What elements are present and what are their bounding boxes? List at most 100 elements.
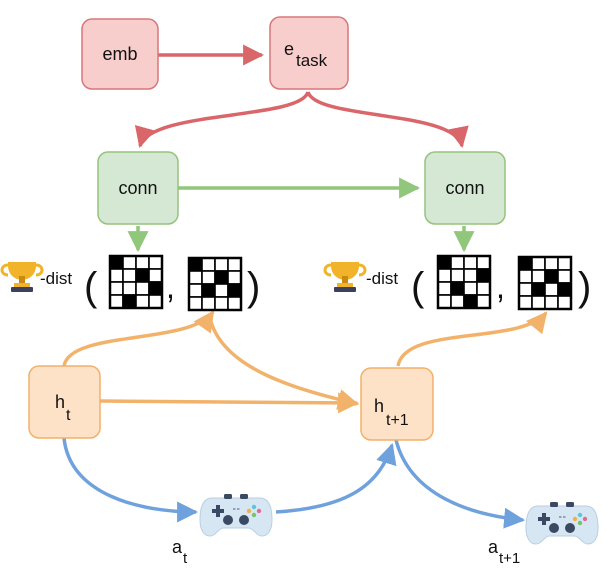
node-h-t1: h t+1 [360, 367, 434, 441]
gamepad-icon [525, 501, 599, 545]
grid-cell [109, 294, 124, 309]
grid-cell [544, 256, 559, 271]
dist-group-right: -dist ( , ) [323, 254, 591, 311]
grid-cell [122, 281, 137, 296]
trophy-icon [0, 260, 44, 294]
edge-etask-to-conn-right [306, 91, 469, 149]
action-t: a t [172, 493, 273, 567]
edge-ht-to-action-t [62, 437, 199, 523]
node-conn-right-label: conn [445, 178, 484, 198]
grid-cell [148, 281, 163, 296]
grid-cell [463, 294, 478, 309]
grid-cell [544, 282, 559, 297]
node-h-t-label: h [55, 392, 65, 412]
trophy-icon [323, 260, 367, 294]
grid-right-a [436, 254, 492, 310]
grid-cell [450, 268, 465, 283]
grid-cell [450, 294, 465, 309]
grid-cell [450, 281, 465, 296]
grid-right-b [517, 255, 573, 311]
node-e-task-sub: task [296, 51, 328, 70]
grid-cell [201, 257, 216, 272]
grid-cell [214, 270, 229, 285]
grid-cell [148, 255, 163, 270]
grid-cell [227, 283, 242, 298]
grid-cell [437, 281, 452, 296]
grid-cell [135, 268, 150, 283]
grid-left-b [187, 256, 243, 312]
grid-cell [122, 268, 137, 283]
grid-cell [214, 283, 229, 298]
grid-cell [109, 255, 124, 270]
grid-cell [437, 255, 452, 270]
grid-cell [437, 268, 452, 283]
grid-cell [463, 281, 478, 296]
edge-action-t-to-ht1 [275, 442, 397, 514]
node-emb: emb [81, 18, 159, 90]
grid-cell [214, 296, 229, 311]
node-e-task: e task [269, 16, 349, 90]
node-h-t1-label: h [374, 396, 384, 416]
grid-cell [476, 255, 491, 270]
grid-cell [201, 283, 216, 298]
edge-etask-to-conn-left [135, 91, 310, 149]
action-t1-label: a [488, 537, 499, 557]
grid-cell [135, 281, 150, 296]
node-conn-left-label: conn [118, 178, 157, 198]
node-h-t1-sub: t+1 [386, 412, 409, 429]
grid-cell [518, 269, 533, 284]
comma: , [166, 269, 175, 305]
grid-cell [109, 268, 124, 283]
edge-grid-b-left-to-ht1 [208, 317, 360, 410]
grid-border [436, 254, 492, 310]
action-t1-sub: t+1 [499, 550, 520, 567]
grid-cell [518, 256, 533, 271]
grid-border [517, 255, 573, 311]
grid-cell [188, 283, 203, 298]
grid-cell [544, 269, 559, 284]
grid-border [108, 254, 164, 310]
open-paren: ( [411, 265, 425, 309]
grid-cell [122, 255, 137, 270]
close-paren: ) [578, 265, 591, 309]
open-paren: ( [84, 265, 98, 309]
dist-label: -dist [40, 269, 72, 288]
grid-cell [148, 294, 163, 309]
dist-group-left: -dist ( , ) [0, 254, 260, 312]
grid-cell [135, 294, 150, 309]
action-t-label: a [172, 537, 183, 557]
grid-cell [214, 257, 229, 272]
dist-label: -dist [366, 269, 398, 288]
grid-cell [544, 295, 559, 310]
grid-cell [227, 257, 242, 272]
node-h-t-sub: t [66, 407, 71, 424]
gamepad-icon [199, 493, 273, 537]
grid-cell [476, 281, 491, 296]
grid-cell [463, 255, 478, 270]
grid-cell [227, 270, 242, 285]
edge-ht1-to-action-t1 [394, 439, 526, 529]
comma: , [496, 269, 505, 305]
grid-cell [557, 256, 572, 271]
grid-cell [518, 295, 533, 310]
node-emb-label: emb [102, 44, 137, 64]
grid-cell [476, 268, 491, 283]
grid-cell [557, 269, 572, 284]
grid-cell [122, 294, 137, 309]
grid-cell [201, 270, 216, 285]
grid-cell [188, 257, 203, 272]
action-t1: a t+1 [488, 501, 599, 567]
grid-cell [109, 281, 124, 296]
grid-cell [518, 282, 533, 297]
edge-ht-to-ht1 [99, 392, 360, 414]
grid-cell [463, 268, 478, 283]
node-e-task-label: e [284, 39, 294, 59]
grid-cell [148, 268, 163, 283]
grid-cell [557, 282, 572, 297]
grid-cell [227, 296, 242, 311]
grid-left-a [108, 254, 164, 310]
edge-ht-to-grid-b-left [62, 310, 215, 367]
grid-cell [557, 295, 572, 310]
node-conn-right: conn [424, 151, 506, 225]
